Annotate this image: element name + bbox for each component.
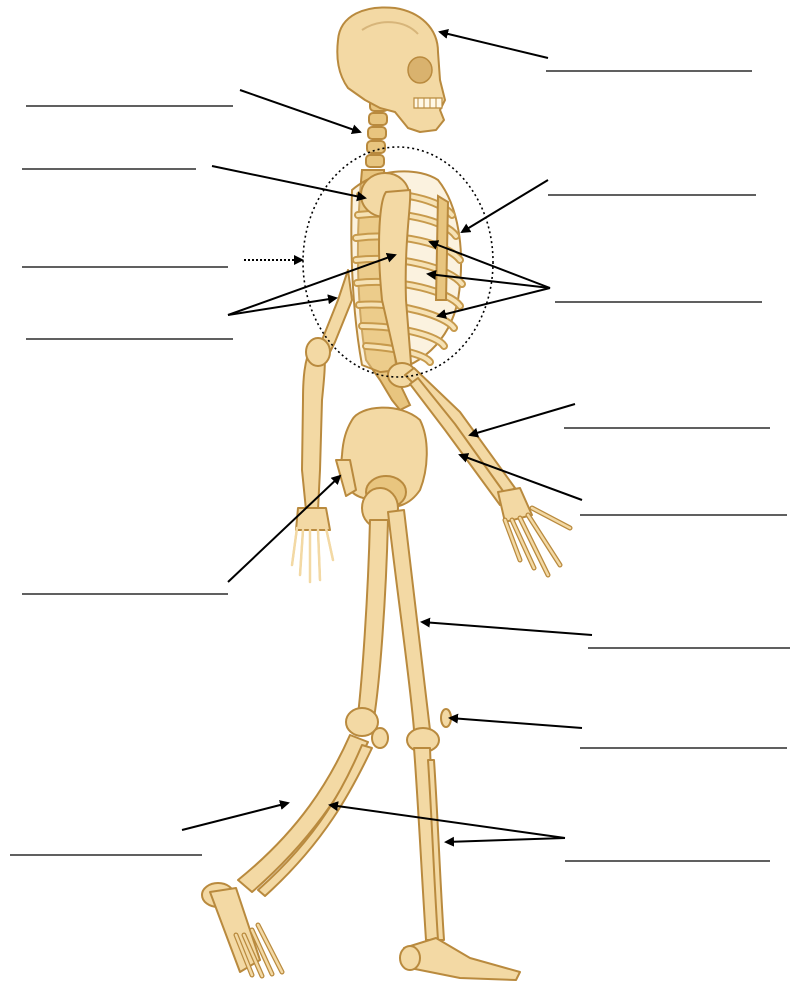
skull [337, 7, 445, 132]
arrow-femur [422, 622, 592, 635]
arrow-upper-arm-b [228, 298, 336, 315]
arrow-neck [240, 90, 360, 132]
arrow-radius [470, 404, 575, 435]
arrow-skull [440, 32, 548, 58]
arrow-kneecap [450, 718, 582, 728]
back-arm [292, 270, 352, 582]
front-leg [388, 510, 520, 980]
skeleton-figure [202, 7, 570, 980]
arrow-shoulder [212, 166, 365, 198]
arrow-shin-left [182, 803, 288, 830]
arrow-shin-a [330, 805, 565, 838]
arrow-sternum [462, 180, 548, 232]
arrow-shin-b [446, 838, 565, 842]
